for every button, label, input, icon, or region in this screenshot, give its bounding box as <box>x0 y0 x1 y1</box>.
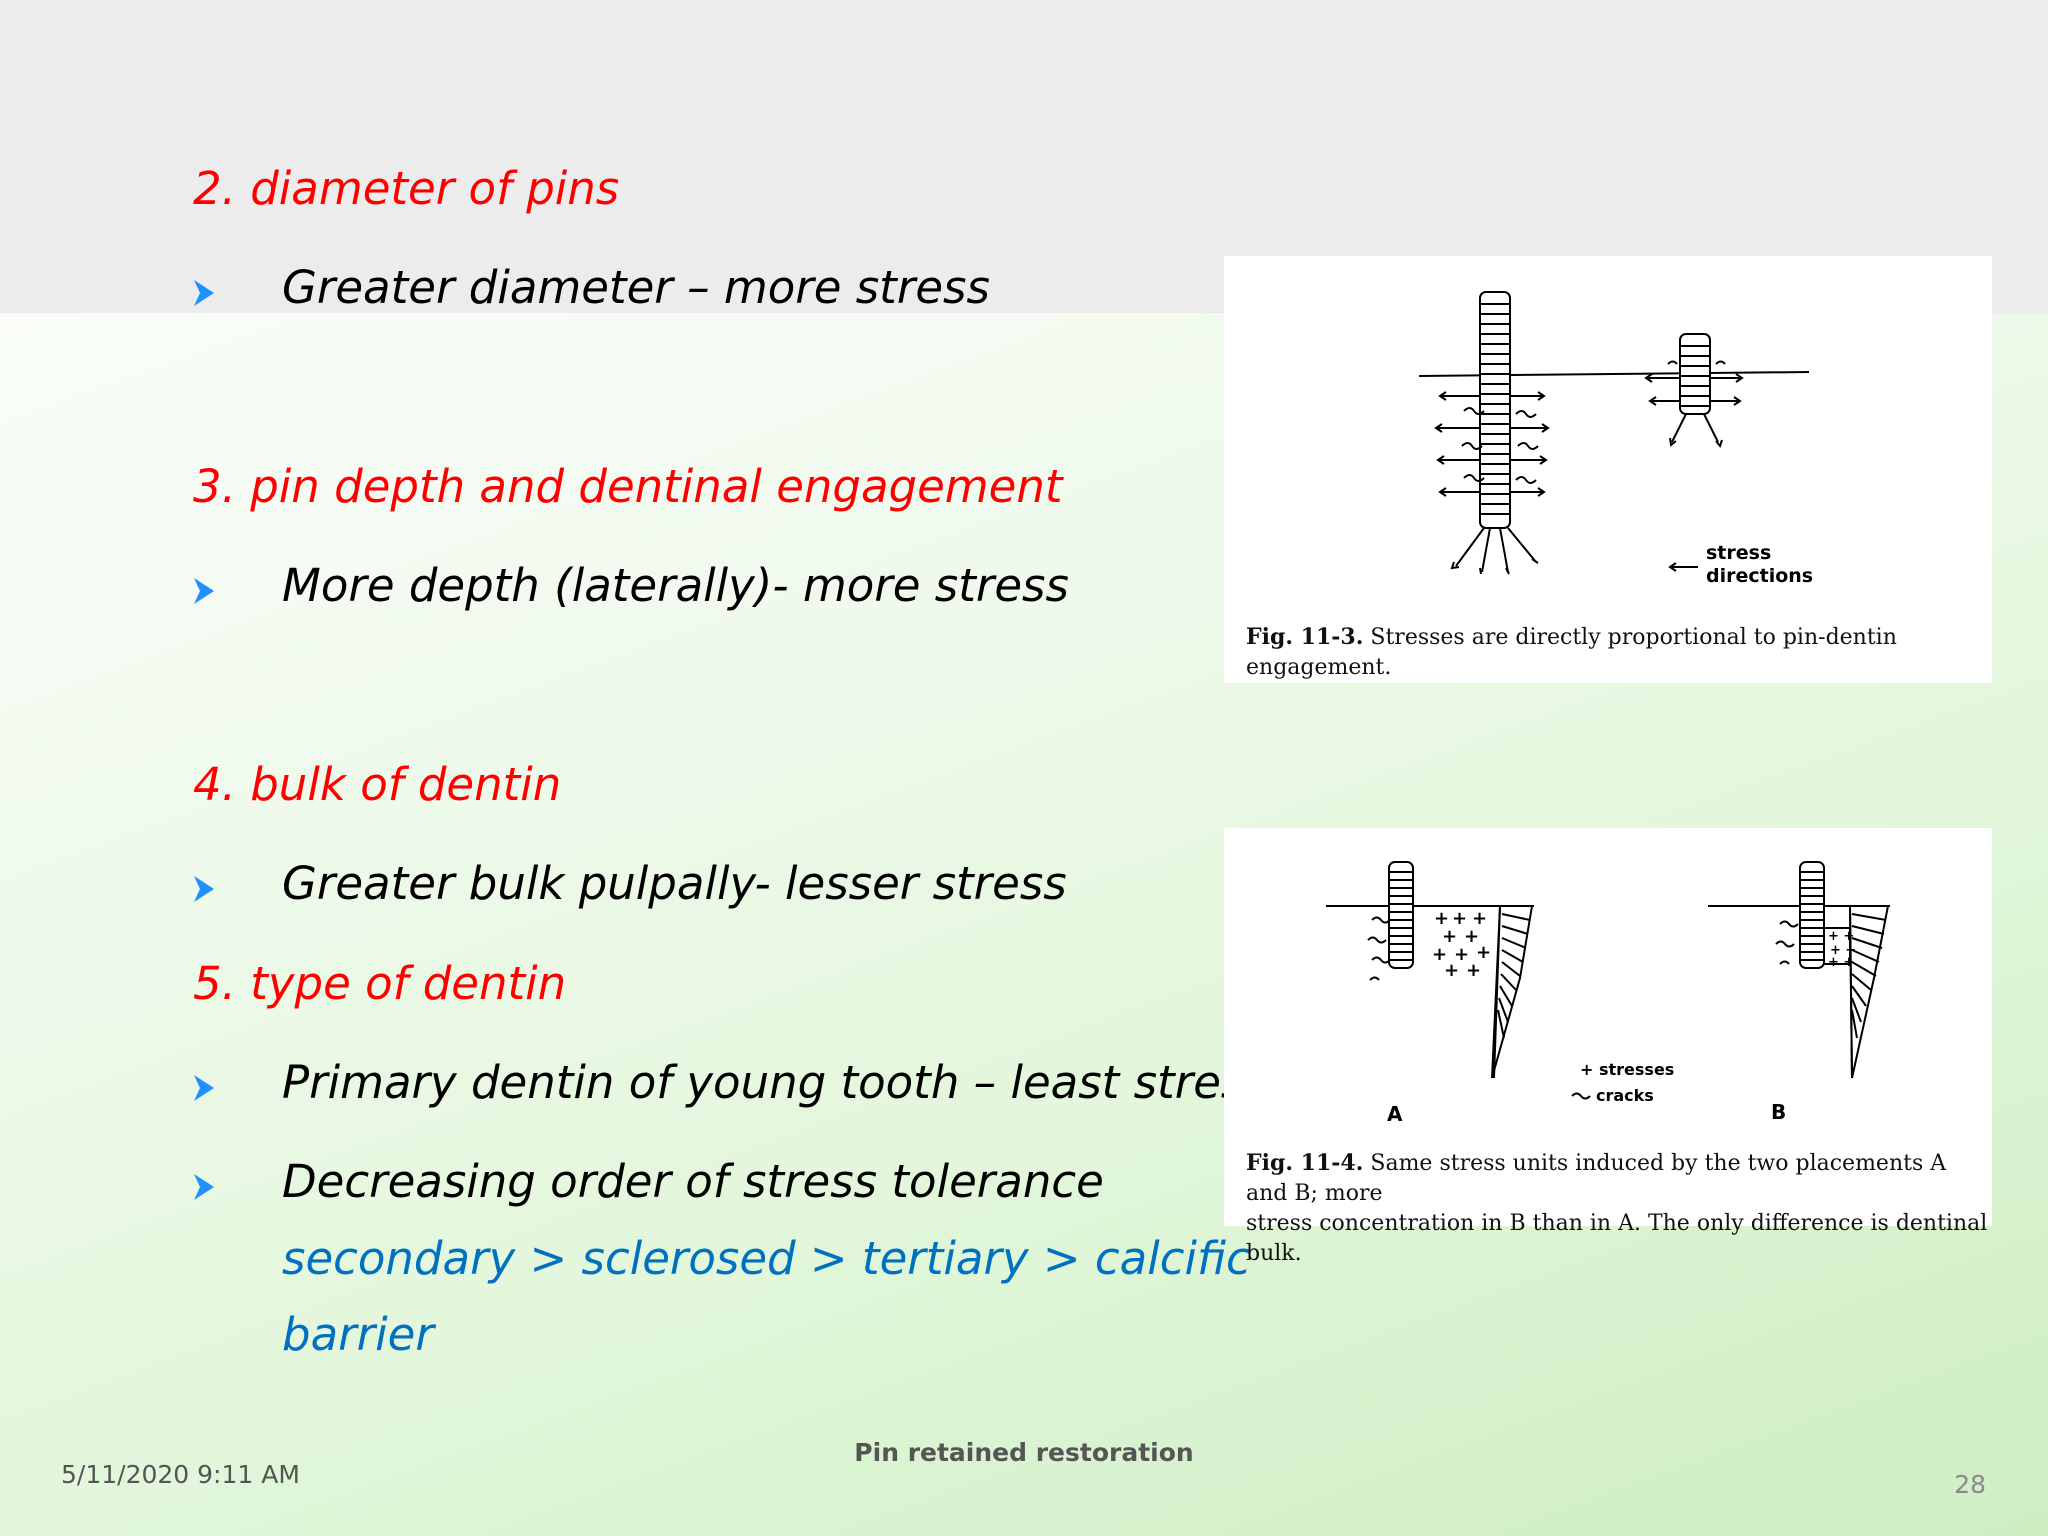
svg-text:+: + <box>1464 926 1479 947</box>
svg-text:+ +: + + <box>1828 929 1854 944</box>
caption-label: Fig. 11-4. <box>1246 1150 1364 1176</box>
svg-text:+: + <box>1444 960 1459 981</box>
bullet-decreasing-order: Decreasing order of stress tolerance <box>282 1155 1104 1208</box>
bullet-more-depth: More depth (laterally)- more stress <box>282 559 1069 612</box>
cracks-legend: cracks <box>1596 1086 1654 1105</box>
svg-text:+: + <box>1452 908 1467 929</box>
pin-stress-diagram: stress directions <box>1418 291 1813 587</box>
bullet-arrow-icon <box>194 280 214 306</box>
figure-11-4: +++ ++ +++ ++ + + + + + + + stresses cra… <box>1224 828 1992 1266</box>
svg-text:+: + <box>1454 944 1469 965</box>
bullet-arrow-icon <box>194 1174 214 1200</box>
caption-text: Stresses are directly proportional to pi… <box>1246 625 1897 680</box>
caption-label: Fig. 11-3. <box>1246 624 1364 650</box>
bullet-arrow-icon <box>194 578 214 604</box>
heading-type-of-dentin: 5. type of dentin <box>193 957 567 1010</box>
svg-text:+: + <box>1442 926 1457 947</box>
dentinal-bulk-diagram: +++ ++ +++ ++ + + + + + + + stresses cra… <box>1326 861 1890 1126</box>
bullet-greater-diameter: Greater diameter – more stress <box>282 261 990 314</box>
caption-line-2: stress concentration in B than in A. The… <box>1246 1211 1988 1266</box>
footer-title: Pin retained restoration <box>854 1438 1194 1467</box>
caption-text: Same stress units induced by the two pla… <box>1246 1151 1947 1206</box>
stress-legend-line-2: directions <box>1706 565 1813 587</box>
order-line-2: barrier <box>282 1308 434 1361</box>
order-line-1: secondary > sclerosed > tertiary > calci… <box>282 1232 1251 1285</box>
figure-11-3-caption: Fig. 11-3. Stresses are directly proport… <box>1246 622 1992 683</box>
bullet-primary-dentin: Primary dentin of young tooth – least st… <box>282 1056 1268 1109</box>
svg-text:+: + <box>1472 908 1487 929</box>
svg-text:+ +: + + <box>1828 955 1854 970</box>
svg-text:+: + <box>1434 908 1449 929</box>
caption-line-1: Fig. 11-4. Same stress units induced by … <box>1246 1148 1992 1209</box>
svg-text:+ +: + + <box>1830 943 1856 958</box>
bullet-arrow-icon <box>194 1075 214 1101</box>
placement-label-a: A <box>1387 1102 1403 1126</box>
bullet-greater-bulk: Greater bulk pulpally- lesser stress <box>282 857 1067 910</box>
svg-text:+: + <box>1432 944 1447 965</box>
placement-label-b: B <box>1771 1100 1786 1124</box>
heading-diameter-of-pins: 2. diameter of pins <box>193 162 620 215</box>
heading-bulk-of-dentin: 4. bulk of dentin <box>193 758 562 811</box>
svg-text:+: + <box>1476 942 1491 963</box>
stresses-legend: + stresses <box>1580 1060 1674 1079</box>
figure-11-3: stress directions Fig. 11-3. Stresses ar… <box>1224 256 1992 683</box>
footer-date: 5/11/2020 9:11 AM <box>61 1460 300 1489</box>
slide-number: 28 <box>1954 1470 1986 1499</box>
heading-pin-depth: 3. pin depth and dentinal engagement <box>193 460 1063 513</box>
bullet-arrow-icon <box>194 876 214 902</box>
figure-11-4-caption: Fig. 11-4. Same stress units induced by … <box>1246 1148 1992 1269</box>
svg-text:+: + <box>1466 960 1481 981</box>
stress-legend-line-1: stress <box>1706 542 1771 564</box>
